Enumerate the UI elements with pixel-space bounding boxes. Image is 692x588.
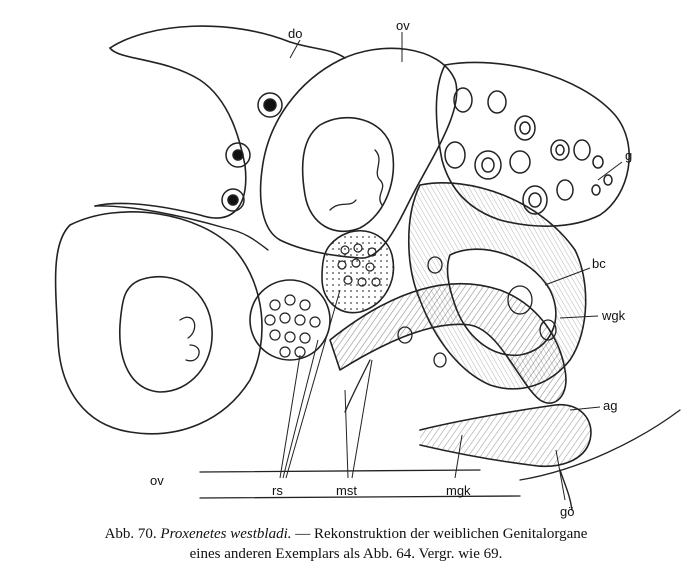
label-leader-lines	[279, 32, 623, 501]
label-bc: bc	[592, 256, 606, 271]
caption-line-1: Abb. 70. Proxenetes westbladi. — Rekonst…	[0, 524, 692, 544]
caption-figure-number: Abb. 70.	[104, 526, 157, 542]
dorsal-body-outline	[109, 25, 346, 59]
figure-caption: Abb. 70. Proxenetes westbladi. — Rekonst…	[0, 524, 692, 564]
label-go: gö	[560, 504, 574, 519]
label-ov-bottom: ov	[150, 473, 164, 488]
ovary-left	[54, 211, 263, 435]
dorsal-eggs	[221, 92, 283, 212]
label-g: g	[625, 148, 632, 163]
bursa-vacuoles	[397, 256, 557, 368]
germarium	[435, 61, 630, 227]
caption-line-1-rest: — Rekonstruktion der weiblichen Genitalo…	[295, 526, 588, 542]
caption-species: Proxenetes westbladi.	[160, 526, 292, 542]
label-ov-top: ov	[396, 18, 410, 33]
label-ag: ag	[603, 398, 617, 413]
label-mgk: mgk	[446, 483, 471, 498]
ovary-top-nucleus	[301, 117, 395, 233]
label-do: do	[288, 26, 302, 41]
label-rs: rs	[272, 483, 283, 498]
label-wgk: wgk	[601, 308, 626, 323]
receptaculum-seminis-lower	[249, 279, 331, 361]
anatomical-diagram: do ov g bc wgk ag ov rs mst mgk gö	[54, 18, 681, 519]
caption-line-2: eines anderen Exemplars als Abb. 64. Ver…	[189, 546, 503, 562]
genital-atrium	[419, 403, 592, 467]
ovary-left-nucleus	[119, 275, 213, 393]
receptaculum-seminis-upper	[321, 230, 395, 314]
receptaculum-cells	[264, 243, 381, 358]
dorsal-body-lower	[94, 47, 247, 219]
label-mst: mst	[336, 483, 357, 498]
germarium-oocytes	[444, 87, 613, 215]
seminal-duct	[329, 282, 567, 404]
